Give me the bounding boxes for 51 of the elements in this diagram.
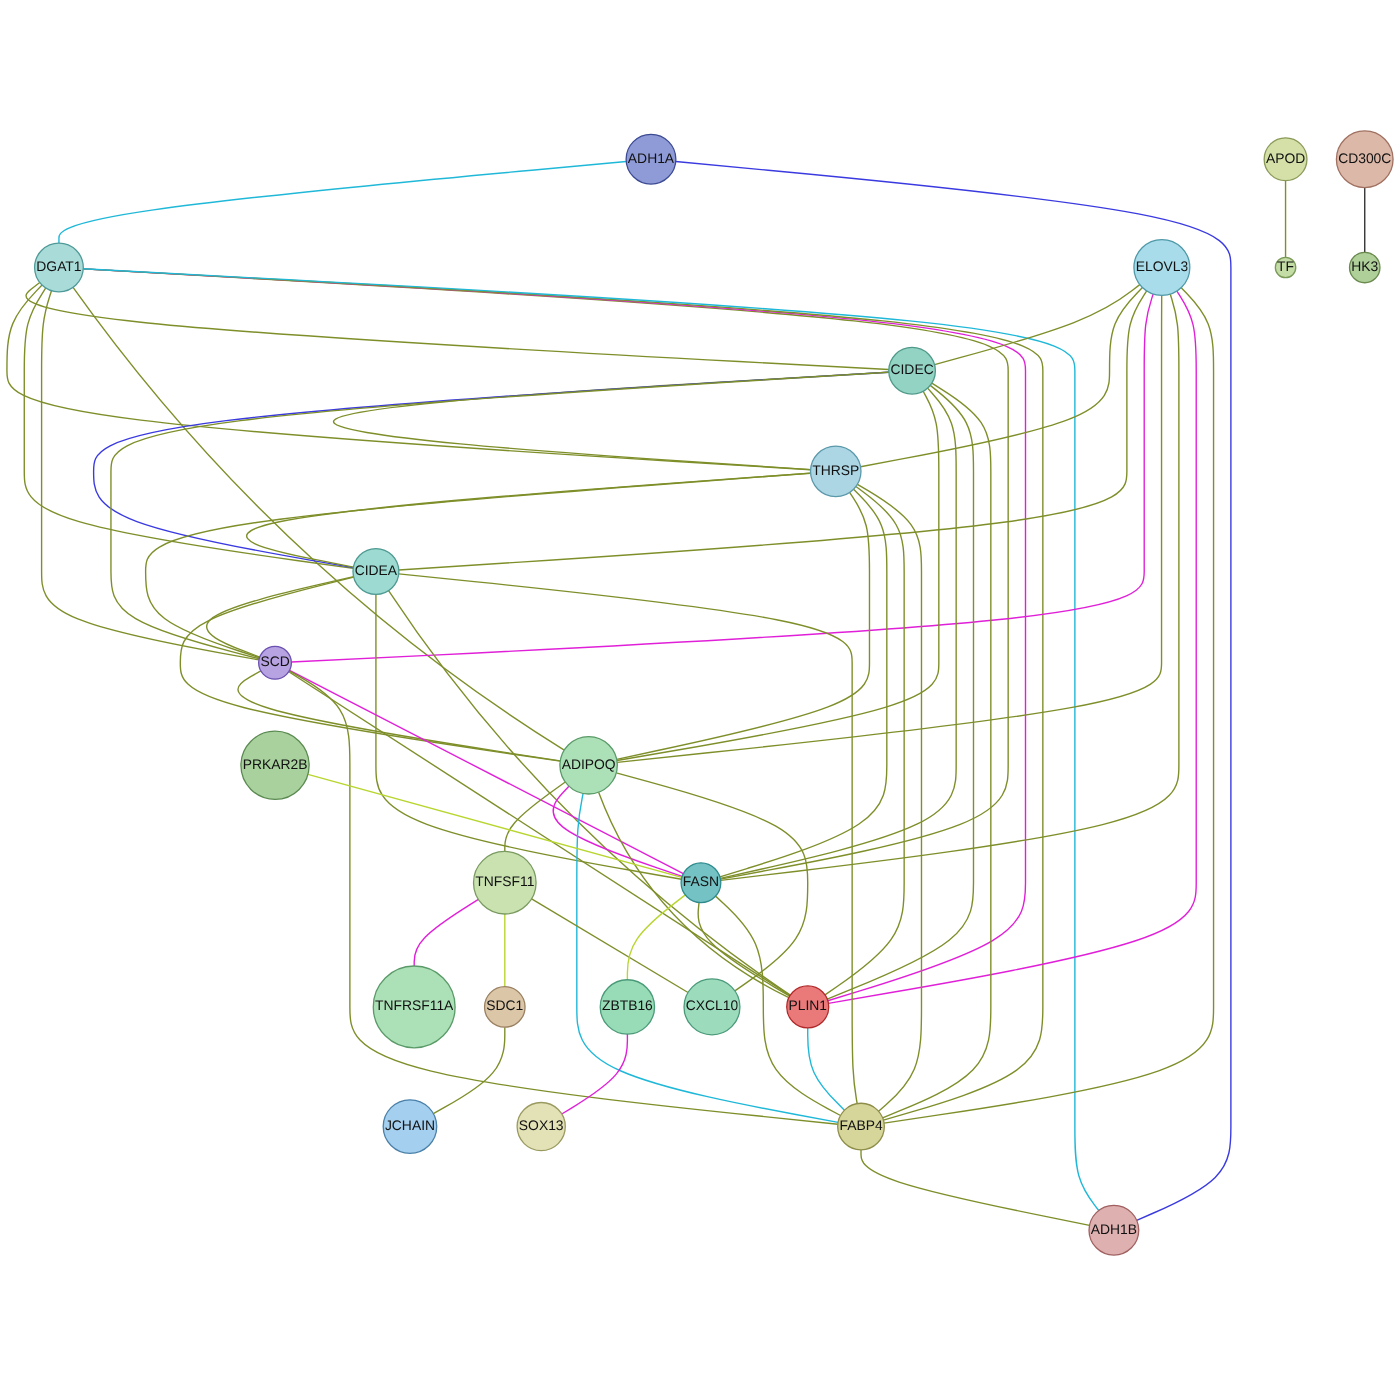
connector bbox=[23, 287, 354, 570]
connector bbox=[933, 283, 1141, 366]
connector bbox=[387, 589, 791, 996]
connector bbox=[697, 901, 791, 997]
connector bbox=[58, 160, 627, 244]
connector bbox=[1364, 186, 1366, 253]
connector bbox=[504, 781, 566, 853]
connector bbox=[290, 293, 1154, 663]
connector bbox=[288, 671, 791, 997]
connector bbox=[530, 898, 689, 994]
connector bbox=[307, 773, 683, 879]
connector bbox=[827, 290, 1197, 1005]
connector bbox=[597, 791, 790, 999]
connector bbox=[859, 286, 1144, 468]
connector bbox=[110, 371, 890, 660]
connector bbox=[40, 290, 260, 661]
connector bbox=[576, 792, 839, 1124]
connector bbox=[1284, 179, 1287, 258]
connector bbox=[237, 670, 561, 762]
connector bbox=[719, 488, 888, 878]
connector bbox=[144, 472, 812, 659]
connector bbox=[626, 894, 686, 981]
connector bbox=[398, 290, 1148, 571]
connector bbox=[206, 575, 355, 658]
connector bbox=[675, 160, 1232, 1221]
connector bbox=[881, 382, 992, 1119]
connector bbox=[413, 898, 480, 967]
connector bbox=[856, 483, 923, 1112]
connector bbox=[288, 670, 839, 1125]
connector bbox=[860, 1149, 1091, 1227]
connector bbox=[288, 669, 684, 875]
connector bbox=[25, 281, 890, 371]
connector bbox=[883, 287, 1215, 1124]
connector bbox=[714, 895, 842, 1117]
connector bbox=[561, 1033, 629, 1115]
connector bbox=[504, 913, 506, 988]
connector bbox=[72, 286, 565, 751]
connector bbox=[375, 593, 683, 880]
connector bbox=[824, 485, 905, 996]
connector bbox=[719, 387, 957, 880]
connector bbox=[552, 785, 683, 878]
connector bbox=[616, 294, 1163, 763]
connector bbox=[616, 390, 940, 762]
connector bbox=[807, 1027, 846, 1111]
connector bbox=[826, 384, 975, 1000]
connector bbox=[432, 1026, 506, 1115]
connector bbox=[719, 293, 1180, 882]
connector bbox=[615, 772, 809, 992]
connector bbox=[179, 576, 561, 762]
connector bbox=[398, 573, 858, 1105]
connector bbox=[616, 491, 871, 760]
